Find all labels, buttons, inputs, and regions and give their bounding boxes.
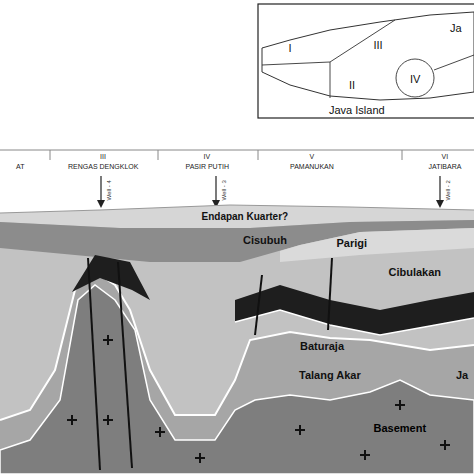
column-number: III [100, 153, 106, 161]
formation-label: Parigi [337, 237, 368, 249]
baturaja-layer [235, 285, 474, 335]
formation-label: Cisubuh [243, 234, 287, 246]
region-number: IV [410, 73, 420, 85]
island-label: Java Island [329, 104, 385, 116]
region-boundary [262, 62, 330, 98]
column-number: VI [442, 153, 449, 161]
column-number: IV [204, 153, 211, 161]
column-name: PASIR PUTIH [186, 163, 229, 171]
cibulakan-layer [0, 220, 474, 474]
column-name: AT [16, 163, 24, 171]
column-name: JATIBARA [429, 163, 462, 171]
region-number: I [289, 42, 292, 54]
island-outline [262, 12, 474, 100]
well-label: Well - 4 [106, 180, 113, 200]
basement-crosses [67, 335, 450, 463]
baturaja-base [235, 310, 474, 335]
parigi-layer [280, 228, 474, 262]
well-label: Well - 3 [221, 180, 228, 200]
column-name: PAMANUKAN [290, 163, 334, 171]
well-arrows [97, 176, 444, 208]
region-number: III [374, 39, 383, 51]
column-name: RENGAS DENGKLOK [68, 163, 138, 171]
region-number: II [349, 79, 355, 91]
well-label: Well - 2 [445, 180, 452, 200]
fault-lines [88, 258, 332, 470]
column-number: V [310, 153, 315, 161]
formation-label: Basement [374, 422, 427, 434]
formation-label: Endapan Kuarter? [202, 211, 289, 222]
cisubuh-layer [0, 220, 474, 262]
baturaja-wedge [72, 255, 150, 300]
formation-label: Baturaja [300, 340, 344, 352]
basement-layer [0, 285, 474, 474]
formation-label: Talang Akar [299, 369, 361, 381]
region-boundary [396, 59, 434, 97]
header-line [0, 150, 474, 151]
formation-label: Cibulakan [389, 266, 442, 278]
region-boundary [330, 20, 395, 62]
inset-frame [258, 4, 474, 118]
island-label: Ja [450, 22, 462, 34]
formation-label: Ja [456, 369, 468, 381]
region-boundary [434, 55, 474, 70]
talang-akar-layer [0, 272, 474, 474]
header-ticks [50, 150, 402, 160]
